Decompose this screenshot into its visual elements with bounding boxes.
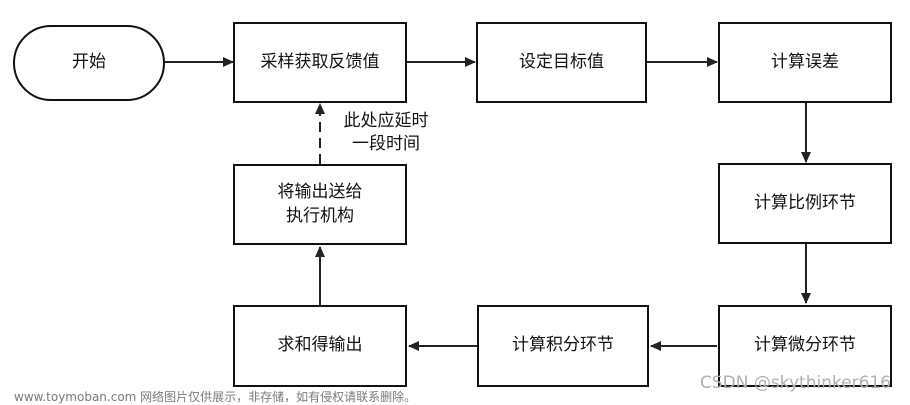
sum-output-label: 求和得输出 — [277, 335, 363, 356]
calc-proportional-label: 计算比例环节 — [754, 192, 856, 213]
set-target-label: 设定目标值 — [519, 51, 604, 72]
calc-derivative-label: 计算微分环节 — [754, 335, 856, 356]
site-watermark: www.toymoban.com 网络图片仅供展示，非存储，如有侵权请联系删除。 — [14, 390, 417, 404]
csdn-watermark: CSDN @skythinker616 — [700, 373, 892, 393]
calc-derivative-node: 计算微分环节 — [718, 305, 892, 387]
send-to-actuator-label: 将输出送给 执行机构 — [277, 181, 363, 226]
calc-proportional-node: 计算比例环节 — [718, 163, 892, 244]
calc-error-label: 计算误差 — [771, 51, 839, 72]
sample-feedback-label: 采样获取反馈值 — [260, 51, 380, 72]
calc-error-node: 计算误差 — [718, 22, 892, 103]
sample-feedback-node: 采样获取反馈值 — [233, 22, 407, 103]
send-to-actuator-node: 将输出送给 执行机构 — [233, 164, 407, 245]
sum-output-node: 求和得输出 — [233, 305, 407, 387]
set-target-node: 设定目标值 — [476, 22, 647, 103]
calc-integral-label: 计算积分环节 — [512, 335, 614, 356]
calc-integral-node: 计算积分环节 — [477, 305, 649, 387]
start-node: 开始 — [13, 25, 165, 101]
delay-annotation: 此处应延时 一段时间 — [343, 111, 429, 154]
start-label: 开始 — [72, 52, 106, 73]
